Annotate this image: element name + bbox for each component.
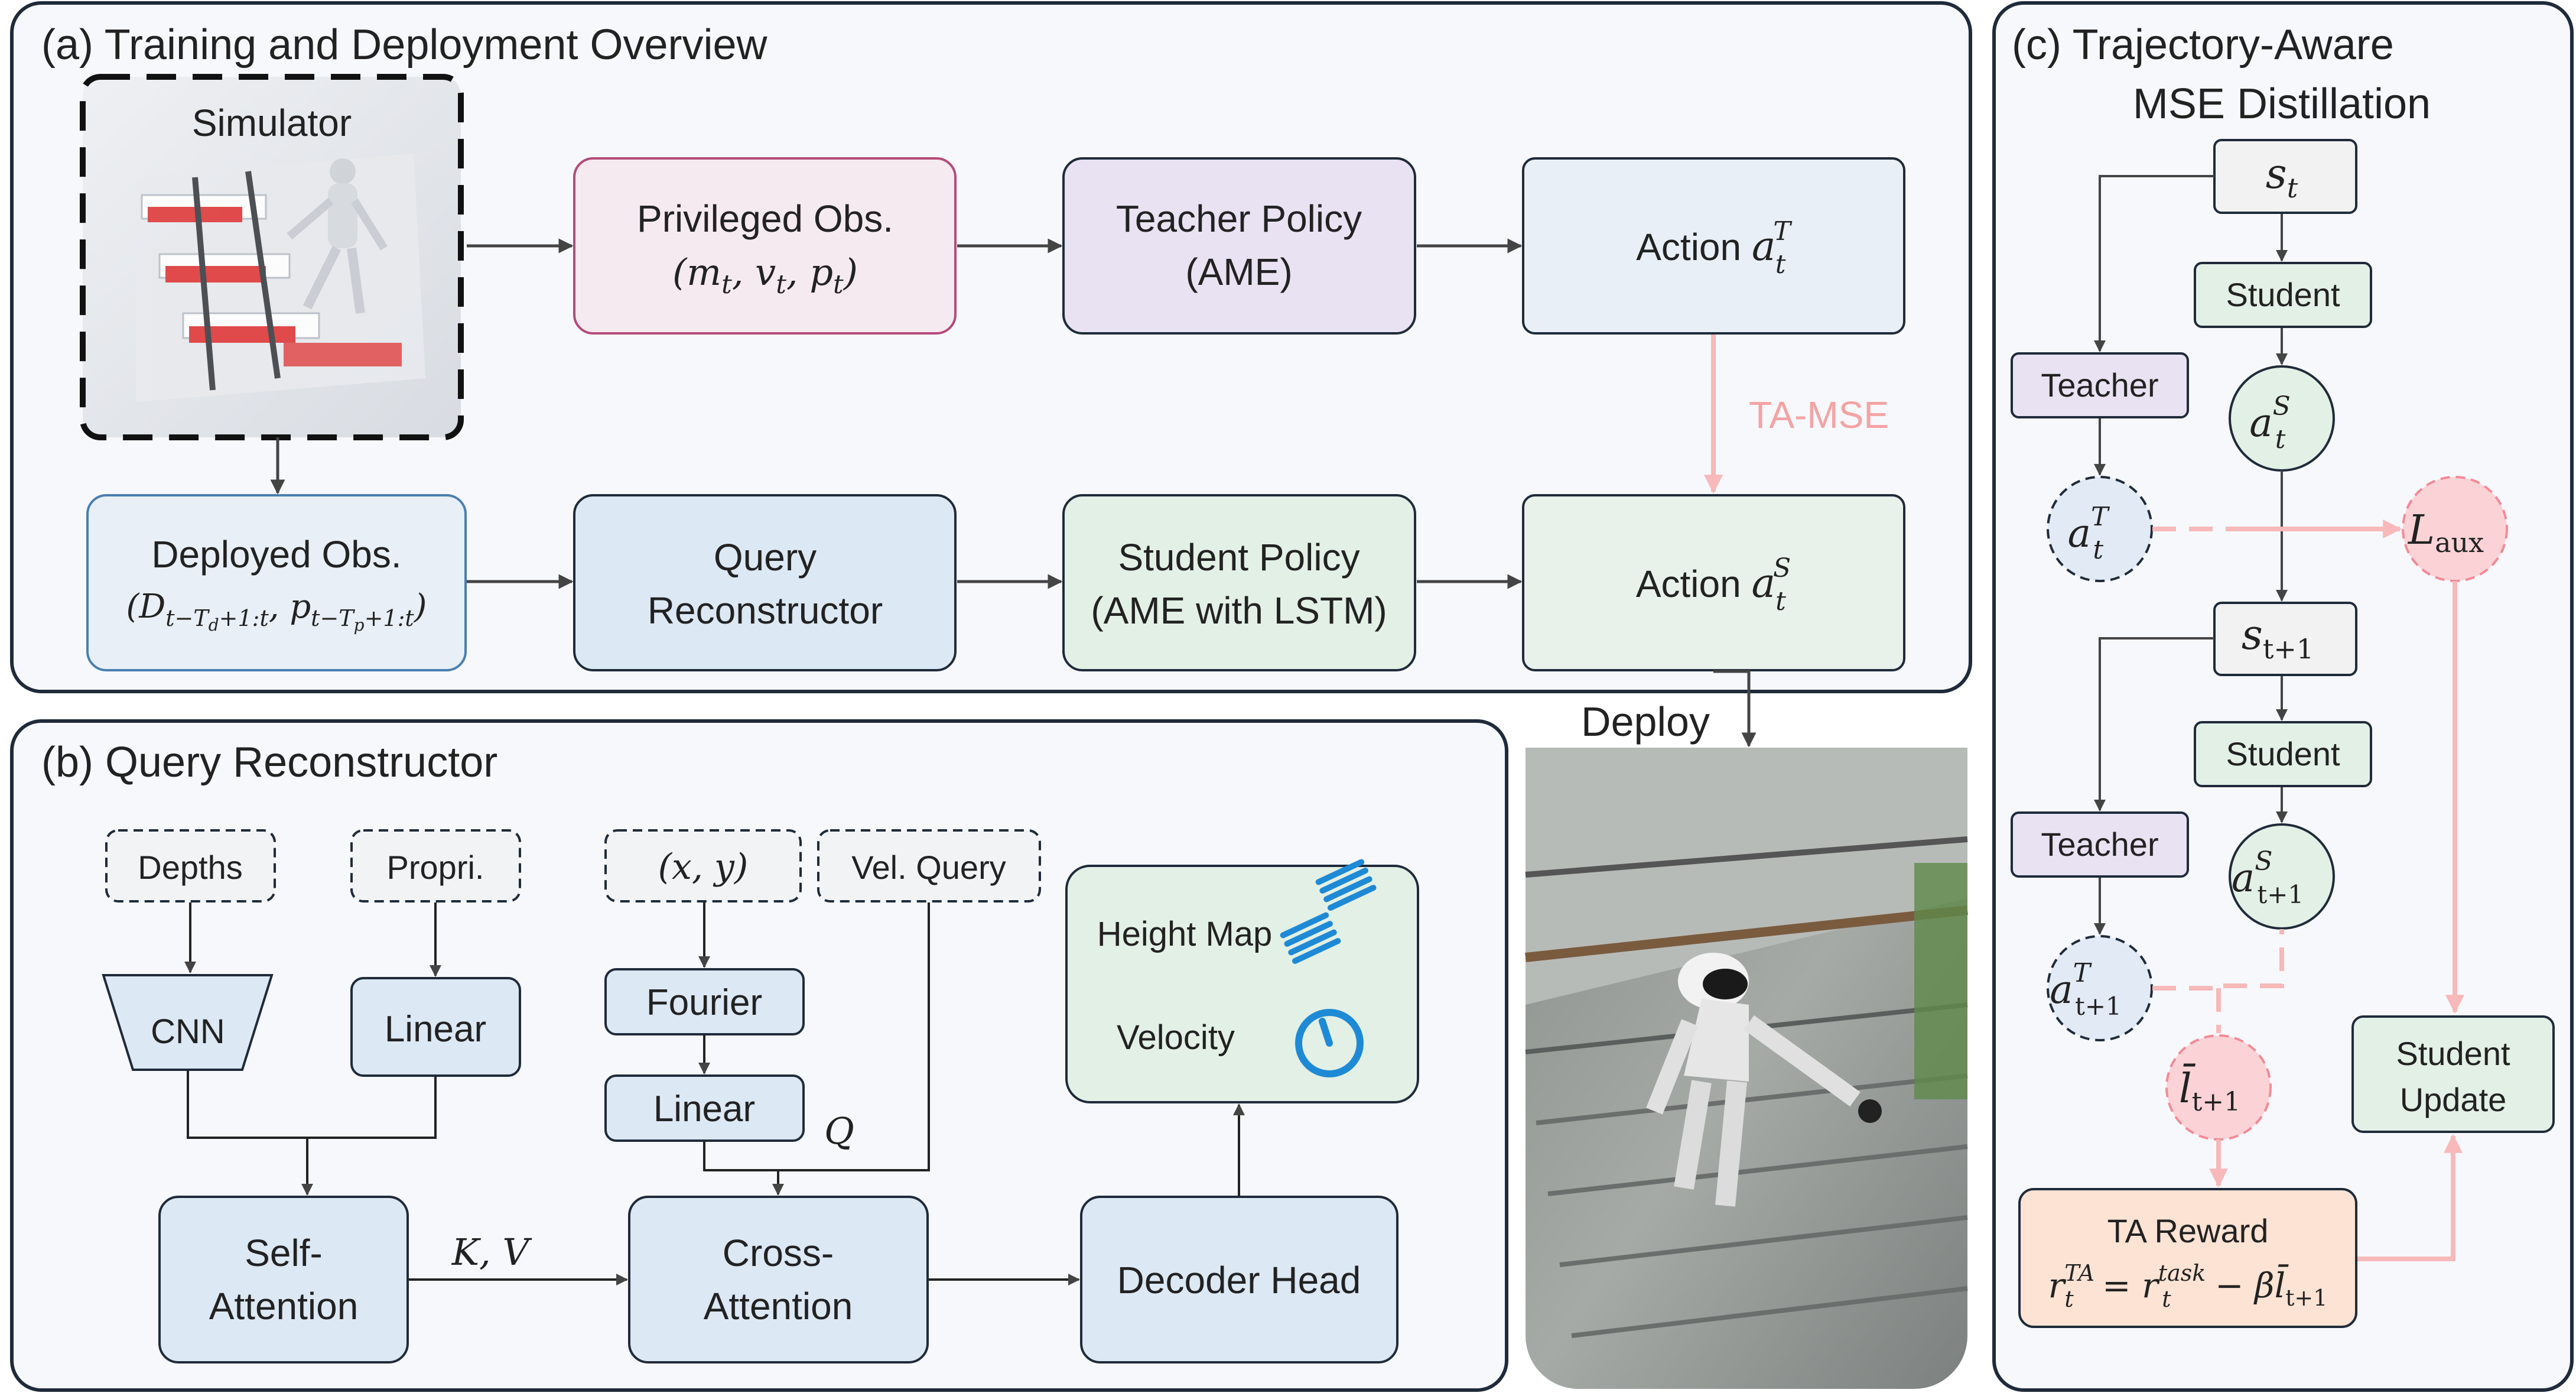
height-map-label: Height Map [1097,915,1273,953]
panel-c-title-1: (c) Trajectory-Aware [2012,21,2394,69]
panel-c-title-2: MSE Distillation [2133,80,2431,128]
cross-attention-label1: Cross- [723,1232,834,1274]
panel-c-pink-arrows [2152,520,2464,1261]
student-update-label1: Student [2396,1035,2510,1072]
cnn-block: CNN [102,974,274,1071]
linear-mid-block: Linear [604,1074,805,1142]
kv-symbol: K, V [451,1231,533,1274]
student-2-label: Student [2226,735,2340,772]
state-st-box: st [2213,139,2357,214]
deployed-obs-box: Deployed Obs. (Dt−Td+1:t, pt−Tp+1:t) [86,494,467,671]
simulator-label: Simulator [192,102,352,144]
state-st1-box: st+1 [2213,602,2357,676]
privileged-obs-label: Privileged Obs. [637,197,893,240]
cross-attention-label2: Attention [704,1285,853,1327]
height-map-icon [1280,859,1377,964]
panel-b-arrows [184,902,1245,1285]
student-2-box: Student [2194,721,2372,787]
simulator-box: Simulator [80,74,464,440]
fourier-label: Fourier [646,982,762,1023]
self-attention-label1: Self- [245,1232,323,1274]
linear-left-label: Linear [385,1009,486,1050]
ta-mse-label: TA-MSE [1749,394,1889,436]
teacher-2-label: Teacher [2041,826,2158,863]
privileged-obs-formula: (mt, vt, pt) [672,251,858,300]
vel-query-input: Vel. Query [817,829,1041,902]
query-reconstructor-label2: Reconstructor [648,589,883,632]
panel-a-frame [10,1,1972,693]
cross-attention-block: Cross- Attention [628,1196,929,1363]
panel-b-title: (b) Query Reconstructor [41,739,497,786]
teacher-1-box: Teacher [2011,352,2189,418]
depths-input: Depths [105,829,276,902]
decoder-output-box: Height Map Velocity [1065,859,1419,1103]
student-update-label2: Update [2400,1081,2507,1118]
linear-mid-label: Linear [653,1089,755,1129]
self-attention-label2: Attention [209,1285,359,1327]
q-symbol: Q [824,1109,854,1152]
teacher-2-box: Teacher [2011,811,2189,878]
xy-label: (x, y) [658,846,749,888]
depths-label: Depths [138,849,242,886]
student-policy-label: Student Policy [1118,536,1359,579]
self-attention-block: Self- Attention [158,1196,409,1363]
student-policy-sub: (AME with LSTM) [1091,589,1387,632]
state-st-label: st [2266,150,2298,204]
query-reconstructor-box: Query Reconstructor [573,494,957,671]
student-policy-box: Student Policy (AME with LSTM) [1062,494,1416,671]
decoder-head-block: Decoder Head [1080,1196,1398,1363]
l-bar-circle: l̄t+1 [2165,1034,2272,1141]
deployed-obs-label: Deployed Obs. [151,533,401,576]
l-aux-circle: Laux [2402,476,2508,582]
teacher-policy-box: Teacher Policy (AME) [1062,157,1416,335]
decoder-head-label: Decoder Head [1117,1259,1361,1301]
teacher-1-label: Teacher [2041,366,2158,404]
student-1-box: Student [2194,262,2372,328]
propri-input: Propri. [350,829,521,902]
ta-reward-title: TA Reward [2107,1212,2269,1249]
vel-query-label: Vel. Query [851,849,1006,886]
xy-input: (x, y) [604,829,802,902]
panel-a-title: (a) Training and Deployment Overview [41,21,768,69]
velocity-label: Velocity [1117,1018,1235,1057]
velocity-gauge-icon [1295,1009,1364,1077]
teacher-policy-sub: (AME) [1185,251,1292,293]
panel-a-arrows [270,238,1757,748]
panel-c-arrows [2094,175,2288,935]
cnn-label: CNN [151,1012,225,1051]
teacher-policy-label: Teacher Policy [1116,197,1362,240]
query-reconstructor-label1: Query [714,536,817,579]
student-update-box: Student Update [2351,1015,2555,1133]
deploy-robot-photo [1525,748,1968,1389]
simulator-stairs-image [136,154,425,402]
fourier-block: Fourier [604,968,805,1035]
privileged-obs-box: Privileged Obs. (mt, vt, pt) [573,157,957,335]
deploy-label: Deploy [1581,699,1710,745]
student-1-label: Student [2226,276,2340,313]
propri-label: Propri. [387,849,484,886]
linear-left-block: Linear [350,977,521,1077]
